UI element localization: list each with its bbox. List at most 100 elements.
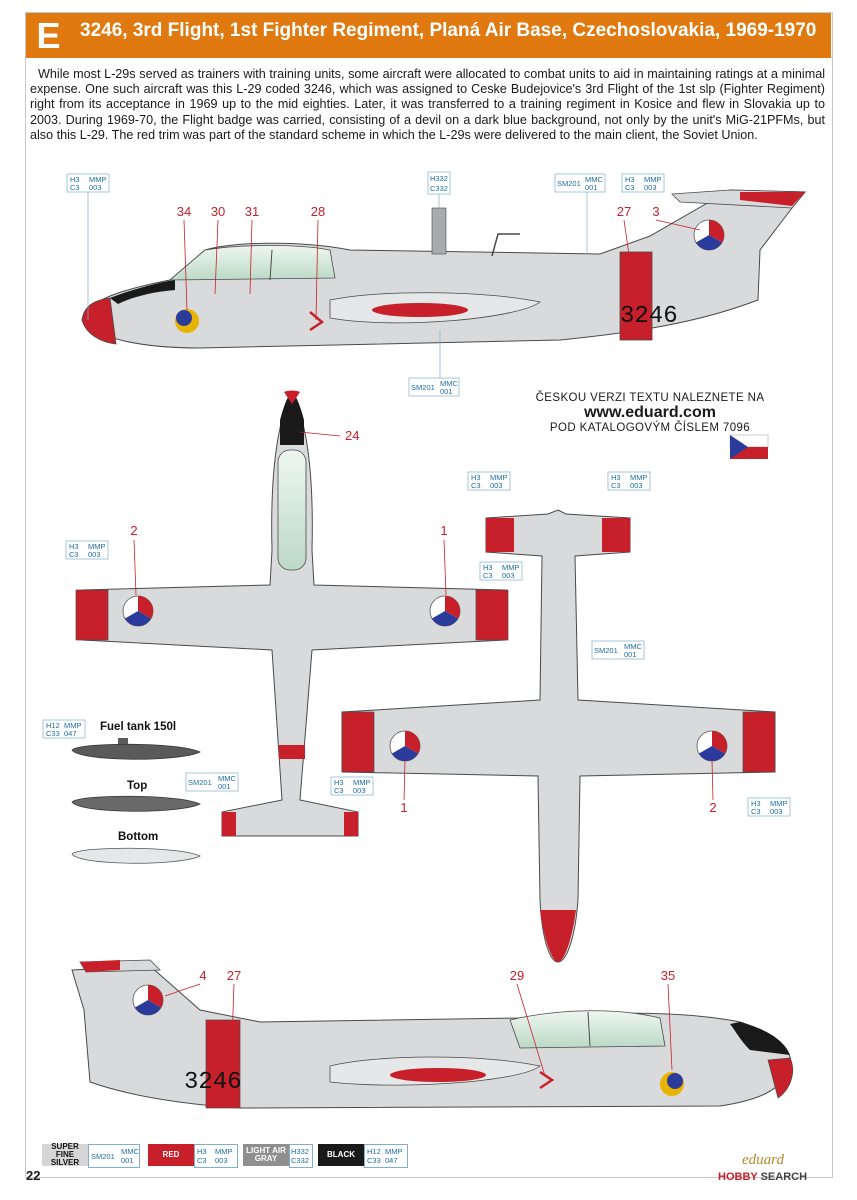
svg-text:SM201: SM201 xyxy=(594,646,618,655)
decal-number: 29 xyxy=(510,968,524,983)
fuel-tank-bottom-label: Bottom xyxy=(118,831,158,843)
svg-text:047: 047 xyxy=(64,729,77,738)
czech-flag xyxy=(729,434,769,459)
svg-text:H12: H12 xyxy=(46,721,60,730)
svg-text:MMP: MMP xyxy=(770,799,788,808)
svg-text:001: 001 xyxy=(218,782,231,791)
svg-text:C3: C3 xyxy=(69,550,79,559)
svg-text:SM201: SM201 xyxy=(411,383,435,392)
eduard-logo: eduard xyxy=(742,1152,784,1168)
decal-number: 1 xyxy=(400,800,407,815)
svg-text:H3: H3 xyxy=(334,778,344,787)
svg-text:MMP: MMP xyxy=(490,473,508,482)
svg-text:003: 003 xyxy=(88,550,101,559)
color-callout: H3 MMP C3 003 xyxy=(607,471,651,491)
svg-text:C3: C3 xyxy=(483,571,493,580)
decal-number: 34 xyxy=(177,204,191,219)
svg-text:SM201: SM201 xyxy=(188,778,212,787)
svg-text:003: 003 xyxy=(630,481,643,490)
svg-text:C3: C3 xyxy=(334,786,344,795)
svg-text:001: 001 xyxy=(585,183,598,192)
fuel-tank-views xyxy=(71,738,201,864)
side-view-right: 3246 xyxy=(71,959,793,1109)
color-callout: H3 MMP C3 003 xyxy=(621,173,665,193)
page-title: 3246, 3rd Flight, 1st Fighter Regiment, … xyxy=(80,20,817,41)
svg-text:C332: C332 xyxy=(430,184,448,193)
svg-text:C3: C3 xyxy=(611,481,621,490)
svg-text:H3: H3 xyxy=(611,473,621,482)
title-banner xyxy=(26,13,831,58)
profile-letter: E xyxy=(36,14,61,56)
svg-text:001: 001 xyxy=(624,650,637,659)
decal-number: 2 xyxy=(709,800,716,815)
aircraft-code-bottom: 3246 xyxy=(184,1069,242,1096)
svg-text:H3: H3 xyxy=(69,542,79,551)
decal-number: 35 xyxy=(661,968,675,983)
svg-text:C3: C3 xyxy=(751,807,761,816)
side-view-left: 3246 xyxy=(81,189,807,349)
color-callout: H3 MMP C3 003 xyxy=(467,471,511,491)
svg-text:MMP: MMP xyxy=(502,563,520,572)
svg-text:SM201: SM201 xyxy=(557,179,581,188)
decal-number: 24 xyxy=(345,428,359,443)
svg-text:003: 003 xyxy=(644,183,657,192)
decal-number: 4 xyxy=(199,968,206,983)
decal-number: 27 xyxy=(227,968,241,983)
decal-number: 30 xyxy=(211,204,225,219)
decal-number: 28 xyxy=(311,204,325,219)
svg-text:003: 003 xyxy=(770,807,783,816)
svg-text:MMC: MMC xyxy=(624,642,642,651)
fuel-tank-label: Fuel tank 150l xyxy=(100,721,176,733)
svg-text:C3: C3 xyxy=(70,183,80,192)
color-callout: H3 MMP C3 003 xyxy=(66,173,110,320)
svg-text:003: 003 xyxy=(502,571,515,580)
fuel-tank-top-label: Top xyxy=(127,780,147,792)
decal-number: 27 xyxy=(617,204,631,219)
svg-text:MMP: MMP xyxy=(64,721,82,730)
color-callout: H3 MMP C3 003 xyxy=(479,561,523,581)
intro-text: While most L-29s served as trainers with… xyxy=(30,67,825,142)
watermark: HOBBY SEARCH xyxy=(718,1171,808,1183)
eduard-url[interactable]: www.eduard.com xyxy=(584,404,716,421)
svg-text:H3: H3 xyxy=(483,563,493,572)
svg-text:H3: H3 xyxy=(471,473,481,482)
svg-text:H3: H3 xyxy=(625,175,635,184)
svg-text:MMC: MMC xyxy=(218,774,236,783)
svg-text:001: 001 xyxy=(440,387,453,396)
svg-text:MMP: MMP xyxy=(630,473,648,482)
color-callout: H3 MMP C3 003 xyxy=(65,540,109,560)
lower-view xyxy=(341,509,776,963)
svg-text:H3: H3 xyxy=(70,175,80,184)
czech-note-line2: POD KATALOGOVÝM ČÍSLEM 7096 xyxy=(549,422,751,434)
svg-text:MMC: MMC xyxy=(440,379,458,388)
decal-number: 31 xyxy=(245,204,259,219)
czech-note-line1: ČESKOU VERZI TEXTU NALEZNETE NA xyxy=(535,392,765,404)
svg-text:MMP: MMP xyxy=(644,175,662,184)
svg-text:H332: H332 xyxy=(430,174,448,183)
decal-number: 1 xyxy=(440,523,447,538)
color-callout: H12 MMP C33 047 xyxy=(42,719,86,739)
page-frame xyxy=(25,12,833,1178)
svg-text:MMC: MMC xyxy=(585,175,603,184)
svg-text:C33: C33 xyxy=(46,729,60,738)
page-number: 22 xyxy=(26,1168,41,1183)
svg-text:003: 003 xyxy=(490,481,503,490)
upper-view xyxy=(75,390,509,837)
decal-number: 2 xyxy=(130,523,137,538)
svg-text:H3: H3 xyxy=(751,799,761,808)
svg-text:MMP: MMP xyxy=(353,778,371,787)
svg-text:MMP: MMP xyxy=(88,542,106,551)
czech-note: ČESKOU VERZI TEXTU NALEZNETE NA www.edua… xyxy=(500,392,800,434)
svg-text:003: 003 xyxy=(89,183,102,192)
svg-text:MMP: MMP xyxy=(89,175,107,184)
svg-text:C3: C3 xyxy=(625,183,635,192)
svg-text:C3: C3 xyxy=(471,481,481,490)
color-callout: H3 MMP C3 003 xyxy=(747,797,791,817)
aircraft-code-top: 3246 xyxy=(620,303,678,330)
